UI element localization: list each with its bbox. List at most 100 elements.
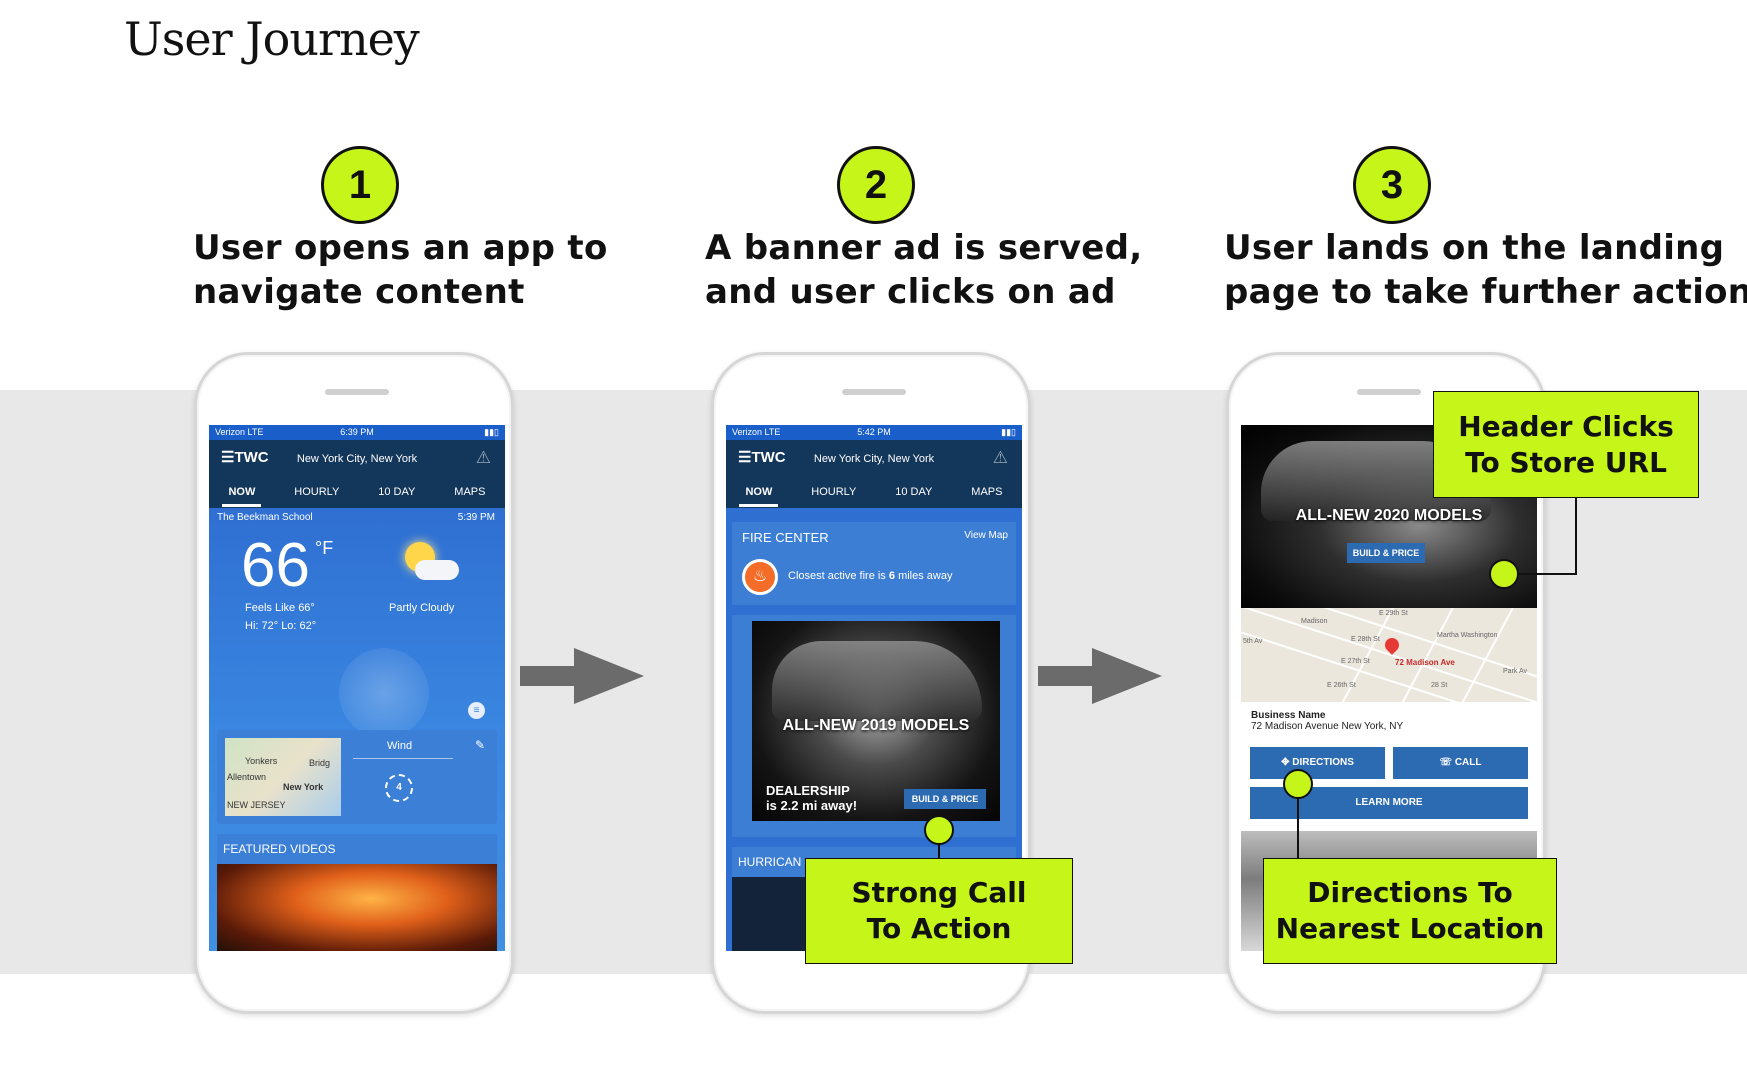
map-address-label: 72 Madison Ave xyxy=(1395,658,1455,667)
tab-maps[interactable]: MAPS xyxy=(971,486,1003,498)
phone-1: Verizon LTE 6:39 PM ▮▮▯ ☰TWC New York Ci… xyxy=(194,352,514,1014)
call-label: CALL xyxy=(1454,757,1482,768)
fire-center-title: FIRE CENTER xyxy=(742,530,829,545)
business-address: 72 Madison Avenue New York, NY xyxy=(1251,721,1404,732)
map-label: E 26th St xyxy=(1327,682,1356,689)
map-label: Park Av xyxy=(1503,668,1527,675)
map-label: Martha Washington xyxy=(1437,632,1498,639)
wind-label: Wind xyxy=(387,740,413,752)
menu-icon[interactable]: ≡ xyxy=(468,702,485,719)
tab-hourly[interactable]: HOURLY xyxy=(811,486,857,498)
callout-cta-line2: To Action xyxy=(866,912,1012,945)
location-selector[interactable]: New York City, New York xyxy=(296,453,418,465)
carrier-label: Verizon LTE xyxy=(732,427,781,437)
fire-center-card[interactable]: FIRE CENTER View Map ♨ Closest active fi… xyxy=(732,522,1016,605)
directions-label: DIRECTIONS xyxy=(1292,757,1354,768)
build-price-button[interactable]: BUILD & PRICE xyxy=(904,789,986,809)
step-2-line1: A banner ad is served, xyxy=(705,228,1143,268)
temperature-unit: °F xyxy=(315,538,334,558)
radar-map[interactable]: Yonkers Allentown New York NEW JERSEY Br… xyxy=(225,738,341,816)
callout-header-line1: Header Clicks xyxy=(1458,409,1674,443)
weather-panel: The Beekman School 5:39 PM 66 °F Feels L… xyxy=(209,508,505,951)
step-2-line2: and user clicks on ad xyxy=(705,272,1116,312)
map-wind-card[interactable]: Yonkers Allentown New York NEW JERSEY Br… xyxy=(217,730,497,824)
status-time: 5:42 PM xyxy=(857,427,891,437)
app-logo[interactable]: ☰TWC xyxy=(738,449,786,466)
edit-icon[interactable]: ✎ xyxy=(474,738,485,752)
banner-ad-container: ALL-NEW 2019 MODELS DEALERSHIP is 2.2 mi… xyxy=(732,615,1016,837)
step-1-number: 1 xyxy=(321,146,399,224)
store-map[interactable]: E 29th St E 28th St E 27th St E 26th St … xyxy=(1241,608,1537,702)
map-label: 28 St xyxy=(1431,682,1448,689)
callout-directions-line1: Directions To xyxy=(1307,876,1513,909)
ad-headline: ALL-NEW 2019 MODELS xyxy=(782,717,970,734)
flame-icon: ♨ xyxy=(742,559,778,595)
map-label: Yonkers xyxy=(245,756,278,766)
map-label: E 27th St xyxy=(1341,658,1370,665)
video-thumbnail[interactable] xyxy=(217,864,497,951)
tab-now[interactable]: NOW xyxy=(739,484,779,507)
business-info: Business Name 72 Madison Avenue New York… xyxy=(1251,710,1403,732)
directions-marker xyxy=(1283,769,1313,799)
landing-header[interactable]: ALL-NEW 2020 MODELS BUILD & PRICE xyxy=(1241,425,1537,608)
directions-button[interactable]: ✥ DIRECTIONS xyxy=(1250,747,1385,779)
tab-maps[interactable]: MAPS xyxy=(454,486,486,498)
app-header: ☰TWC New York City, New York ⚠ NOW HOURL… xyxy=(209,440,505,508)
lens-flare xyxy=(339,648,429,738)
call-button[interactable]: ☏ CALL xyxy=(1393,747,1528,779)
map-label: 5th Av xyxy=(1243,638,1263,645)
tab-hourly[interactable]: HOURLY xyxy=(294,486,340,498)
landing-headline: ALL-NEW 2020 MODELS xyxy=(1295,507,1483,524)
app-tabs: NOW HOURLY 10 DAY MAPS xyxy=(209,484,505,507)
battery-icon: ▮▮▯ xyxy=(484,427,499,437)
battery-icon: ▮▮▯ xyxy=(1001,427,1016,437)
cloud-icon xyxy=(415,560,459,580)
map-label: Madison xyxy=(1301,618,1328,625)
station-time: 5:39 PM xyxy=(457,512,495,523)
divider xyxy=(353,758,453,759)
map-label: E 29th St xyxy=(1379,610,1408,617)
featured-videos-header[interactable]: FEATURED VIDEOS xyxy=(217,834,497,864)
phone-speaker xyxy=(1357,389,1421,395)
connector-line xyxy=(1297,798,1299,858)
header-marker xyxy=(1489,559,1519,589)
tab-10-day[interactable]: 10 DAY xyxy=(378,486,416,498)
status-bar: Verizon LTE 6:39 PM ▮▮▯ xyxy=(209,425,505,440)
map-label: E 28th St xyxy=(1351,636,1380,643)
step-3-line2: page to take further action xyxy=(1224,272,1747,312)
condition-label: Partly Cloudy xyxy=(389,602,455,614)
map-label: Bridg xyxy=(309,758,331,768)
app-header: ☰TWC New York City, New York ⚠ NOW HOURL… xyxy=(726,440,1022,508)
status-bar: Verizon LTE 5:42 PM ▮▮▯ xyxy=(726,425,1022,440)
callout-header-line2: To Store URL xyxy=(1465,445,1667,479)
ad-dealer-line1: DEALERSHIP xyxy=(766,783,850,798)
feels-like: Feels Like 66° xyxy=(245,602,315,614)
connector-line xyxy=(1575,498,1577,575)
fire-distance: Closest active fire is 6 miles away xyxy=(788,570,952,582)
phone-icon: ☏ xyxy=(1439,757,1455,768)
hi-lo: Hi: 72° Lo: 62° xyxy=(245,620,317,632)
view-map-link[interactable]: View Map xyxy=(964,530,1008,541)
phone-speaker xyxy=(842,389,906,395)
page-title: User Journey xyxy=(124,12,420,66)
fire-text-suffix: miles away xyxy=(898,570,953,582)
map-label: New York xyxy=(283,782,324,792)
step-3-line1: User lands on the landing xyxy=(1224,228,1725,268)
temperature: 66 xyxy=(241,531,310,600)
build-price-button[interactable]: BUILD & PRICE xyxy=(1347,543,1425,563)
app-logo[interactable]: ☰TWC xyxy=(221,449,269,466)
step-3-number: 3 xyxy=(1353,146,1431,224)
banner-ad[interactable]: ALL-NEW 2019 MODELS DEALERSHIP is 2.2 mi… xyxy=(752,621,1000,821)
step-2-number: 2 xyxy=(837,146,915,224)
alert-icon[interactable]: ⚠ xyxy=(475,448,491,467)
map-label: Allentown xyxy=(227,772,267,782)
callout-cta: Strong Call To Action xyxy=(805,858,1073,964)
tab-now[interactable]: NOW xyxy=(222,484,262,507)
directions-icon: ✥ xyxy=(1281,757,1293,768)
location-selector[interactable]: New York City, New York xyxy=(813,453,935,465)
tab-10-day[interactable]: 10 DAY xyxy=(895,486,933,498)
carrier-label: Verizon LTE xyxy=(215,427,264,437)
map-label: NEW JERSEY xyxy=(227,800,286,810)
flow-arrow-2-icon xyxy=(1038,648,1162,704)
alert-icon[interactable]: ⚠ xyxy=(992,448,1008,467)
